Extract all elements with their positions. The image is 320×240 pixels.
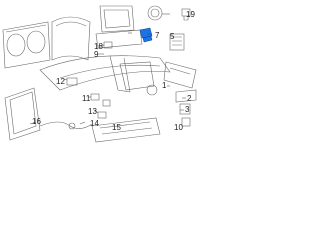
instrument-cluster — [2, 21, 51, 69]
callout-11: 11 — [82, 94, 91, 103]
callout-16: 16 — [32, 117, 41, 126]
callout-18: 18 — [94, 42, 103, 51]
center-display-bezel — [95, 5, 143, 49]
side-bracket — [163, 61, 197, 89]
clip — [181, 8, 191, 21]
highlighted-switch — [139, 27, 153, 43]
callout-3: 3 — [185, 105, 190, 114]
parts-diagram — [2, 5, 197, 143]
callout-13: 13 — [88, 107, 97, 116]
callout-2: 2 — [187, 94, 192, 103]
callout-14: 14 — [90, 119, 99, 128]
callout-10: 10 — [174, 123, 183, 132]
callout-12: 12 — [56, 77, 65, 86]
console-trim — [91, 117, 161, 143]
dashboard-panel — [39, 55, 171, 93]
control-module — [169, 33, 185, 51]
callout-15: 15 — [112, 123, 121, 132]
leader-lines — [29, 13, 186, 125]
harness — [39, 121, 93, 130]
bottom-right-parts — [175, 89, 197, 127]
meter-hood — [51, 16, 91, 61]
callout-5: 5 — [170, 32, 175, 41]
round-switch — [146, 84, 158, 96]
callout-7: 7 — [155, 31, 160, 40]
callout-1: 1 — [162, 81, 167, 90]
callout-19: 19 — [186, 10, 195, 19]
callout-9: 9 — [94, 50, 99, 59]
lower-display — [4, 87, 41, 141]
knob — [147, 5, 163, 21]
